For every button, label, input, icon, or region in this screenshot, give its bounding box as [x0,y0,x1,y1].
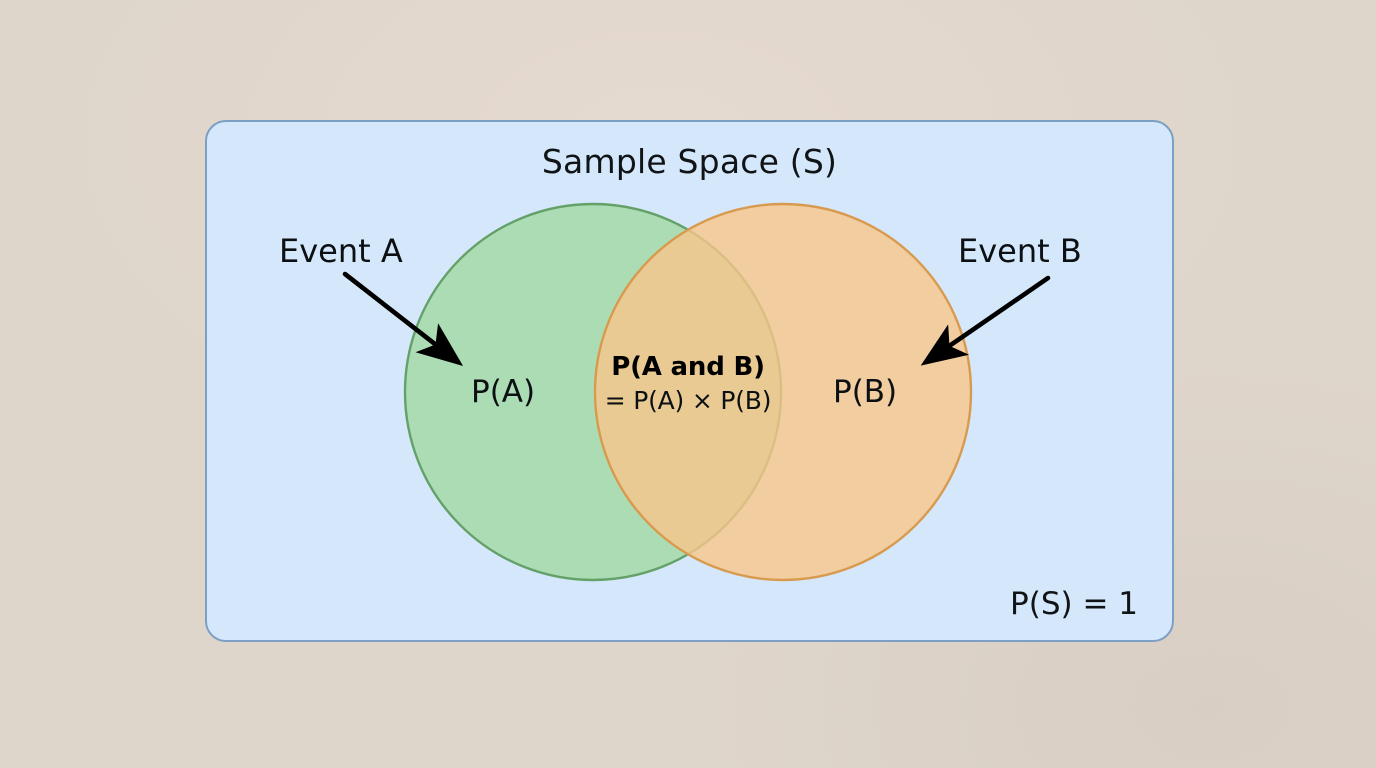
sample-space-probability-label: P(S) = 1 [1010,586,1138,622]
intersection-label-group: P(A and B) = P(A) × P(B) [596,352,780,415]
intersection-title: P(A and B) [611,352,765,382]
event-a-probability-label: P(A) [471,374,536,410]
event-a-callout-label: Event A [279,232,403,270]
event-b-callout-label: Event B [958,232,1082,270]
sample-space-title: Sample Space (S) [541,142,838,181]
intersection-formula: = P(A) × P(B) [604,386,772,415]
event-b-probability-label: P(B) [833,374,898,410]
